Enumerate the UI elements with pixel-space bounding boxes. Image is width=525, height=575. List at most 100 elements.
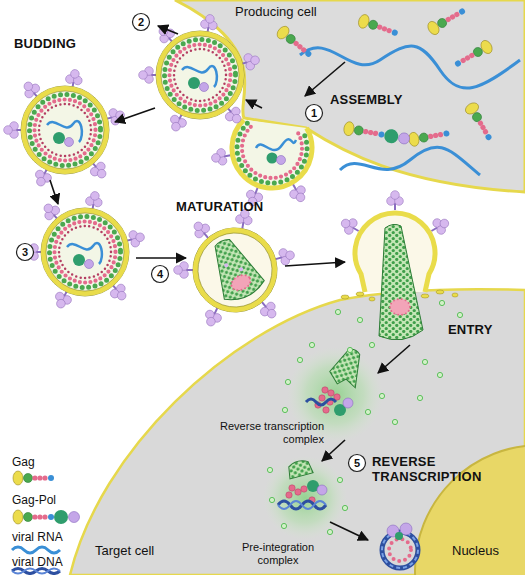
flow-arrow	[50, 26, 410, 540]
flow-arrow	[115, 108, 155, 122]
flow-arrow	[50, 180, 58, 204]
membrane-fragments	[452, 293, 458, 297]
legend-label: viral RNA	[12, 530, 63, 544]
callout-circle	[306, 105, 323, 122]
flow-arrow	[246, 100, 262, 108]
cell-label: Nucleus	[452, 543, 499, 558]
reverse-transcription-complex	[322, 387, 328, 393]
legend-icon	[13, 471, 54, 485]
immature-virion	[21, 86, 109, 174]
callout-circle	[349, 455, 366, 472]
callout-number: 4	[152, 266, 168, 283]
reverse-transcription-complex	[286, 458, 313, 479]
reverse-transcription-complex	[328, 390, 334, 396]
legend-label: viral DNA	[12, 555, 63, 569]
budding-virion	[139, 13, 262, 134]
legend-icon	[12, 569, 60, 574]
stage-label: MATURATION	[176, 199, 301, 214]
reverse-transcription-complex	[323, 407, 329, 413]
immature-virion	[41, 208, 129, 296]
budding-virion	[156, 31, 244, 119]
reverse-transcription-complex	[287, 347, 383, 443]
entry-virion	[427, 214, 452, 238]
budding-virion	[139, 13, 262, 134]
cell-outline-path	[175, 0, 525, 192]
reverse-transcription-complex	[287, 344, 383, 443]
legend-label: Gag	[12, 455, 35, 469]
capsid-subunits	[369, 342, 374, 347]
capsid-subunits	[422, 359, 427, 364]
reverse-transcription-complex	[263, 456, 347, 540]
callout-circle	[17, 244, 34, 261]
reverse-transcription-complex	[278, 501, 326, 509]
mature-virion	[174, 208, 297, 329]
assembly-bud	[277, 156, 286, 165]
assembly-bud	[210, 147, 232, 167]
stage-label: ASSEMBLY	[330, 92, 425, 107]
capsid-subunits	[267, 300, 462, 534]
capsid-subunits	[347, 347, 352, 352]
assembly-bud	[232, 120, 312, 188]
legend-icon	[12, 547, 60, 553]
callout-circle	[133, 14, 150, 31]
cell-contents	[463, 101, 496, 144]
legend-icon	[12, 569, 60, 574]
capsid-subunits	[337, 477, 342, 482]
immature-virion	[4, 68, 127, 189]
reverse-transcription-complex	[286, 485, 315, 503]
immature-virion	[4, 68, 127, 189]
assembly-bud	[286, 180, 310, 205]
capsid-subunits	[297, 357, 302, 362]
reverse-transcription-complex	[315, 402, 321, 408]
capsid-subunits	[457, 312, 462, 317]
capsid-subunits	[282, 407, 287, 412]
cell-contents	[408, 126, 451, 147]
cell-label: Target cell	[95, 543, 154, 558]
assembly-bud	[243, 185, 265, 209]
reverse-transcription-complex	[326, 344, 369, 391]
pre-integration-complex	[382, 532, 418, 568]
reverse-transcription-complex	[263, 456, 347, 540]
reverse-transcription-complex	[334, 404, 346, 416]
flow-arrow	[378, 345, 410, 373]
reverse-transcription-complex	[317, 485, 327, 495]
capsid-subunits	[357, 317, 362, 322]
capsid-subunits	[335, 309, 340, 314]
cell-contents	[300, 46, 520, 88]
capsid-subunits	[417, 395, 422, 400]
capsid-subunits	[379, 393, 384, 398]
pre-integration-complex	[382, 523, 418, 568]
flow-arrow	[322, 440, 345, 461]
cell-contents	[426, 4, 469, 37]
cell-contents	[275, 24, 315, 61]
callout-number: 5	[349, 455, 365, 472]
immature-virion	[24, 190, 147, 311]
entry-virion	[390, 299, 410, 315]
reverse-transcription-complex	[278, 501, 326, 509]
legend-label: Gag-Pol	[12, 493, 56, 507]
pre-integration-complex	[389, 539, 411, 561]
entry-virion	[387, 191, 404, 210]
cell-contents	[340, 147, 480, 175]
capsid-subunits	[439, 300, 444, 305]
producing-cell: Producing cell	[150, 0, 525, 200]
mature-virion	[179, 214, 291, 326]
reverse-transcription-complex	[307, 480, 319, 492]
target-cell: Target cell Nucleus	[50, 285, 525, 575]
membrane-fragments	[436, 290, 444, 294]
entry-virion	[338, 214, 363, 238]
assembly-bud	[237, 123, 307, 183]
membrane-fragments	[369, 297, 375, 301]
reverse-transcription-complex	[309, 497, 315, 503]
stage-label: ENTRY	[448, 322, 520, 337]
reverse-transcription-complex	[315, 387, 340, 413]
entry-virion	[338, 191, 452, 340]
stage-label: BUDDING	[14, 36, 109, 51]
capsid-subunits	[342, 505, 347, 510]
cell-label: Producing cell	[235, 4, 317, 19]
cell-contents	[452, 38, 495, 71]
pre-integration-complex	[395, 532, 403, 540]
entry-virion	[355, 213, 435, 292]
